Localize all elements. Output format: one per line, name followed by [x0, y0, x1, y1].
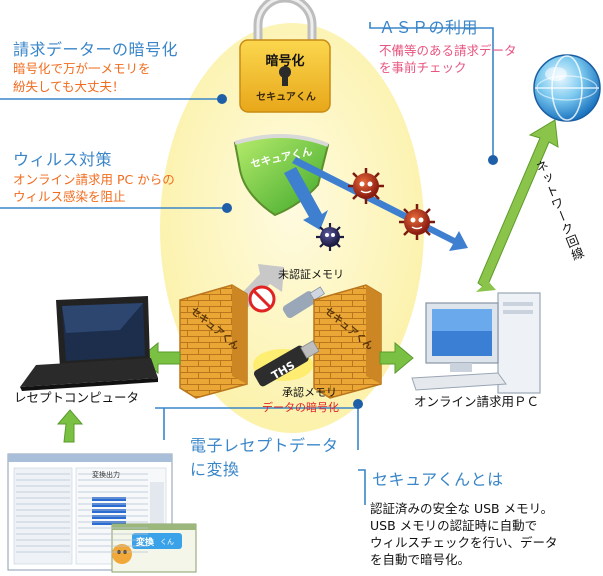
- network-line-arrow: [476, 119, 559, 292]
- virus-icon: [316, 168, 435, 251]
- app-screenshot-title: 変換出力: [92, 471, 120, 479]
- virus-title: ウィルス対策: [13, 150, 113, 169]
- virus-desc-1: オンライン請求用 PC からの: [13, 172, 175, 187]
- globe-icon: [533, 54, 601, 122]
- desktop-pc-icon: [411, 292, 541, 394]
- receipt-pc-label: レセプトコンピュータ: [14, 390, 140, 405]
- secure-kun-title: セキュアくんとは: [372, 470, 504, 489]
- asp-desc-1: 不備等のある請求データ: [379, 43, 517, 58]
- usb-auth-sublabel: データの暗号化: [262, 401, 339, 414]
- secure-kun-desc-4: を自動で暗号化。: [370, 552, 471, 567]
- padlock-icon: [239, 0, 331, 113]
- usb-unauth-icon: [282, 286, 326, 319]
- asp-desc-2: を事前チェック: [379, 60, 467, 75]
- encryption-desc-2: 紛失しても大丈夫！: [13, 79, 125, 94]
- app-badge-sub: くん: [160, 538, 174, 546]
- encryption-desc-1: 暗号化で万が一メモリを: [13, 61, 151, 76]
- laptop-icon: [20, 296, 158, 391]
- callout-dots: [217, 94, 498, 409]
- virus-desc-2: ウィルス感染を阻止: [13, 189, 126, 204]
- asp-title: ＡＳＰの利用: [379, 18, 479, 37]
- conversion-title-1: 電子レセプトデータ: [190, 436, 339, 455]
- secure-kun-desc-1: 認証済みの安全な USB メモリ。: [370, 501, 554, 516]
- usb-auth-label: 承認メモリ: [282, 386, 337, 399]
- app-badge: 変換: [136, 538, 155, 548]
- encryption-title: 請求データーの暗号化: [13, 40, 179, 59]
- firewall-right: [313, 284, 382, 399]
- usb-auth-icon: [253, 340, 320, 387]
- online-pc-label: オンライン請求用ＰＣ: [414, 394, 540, 409]
- lock-title: 暗号化: [265, 54, 305, 69]
- firewall-left: [179, 284, 248, 399]
- usb-unauth-label: 未認証メモリ: [278, 268, 344, 281]
- app-screenshot-rows: [16, 473, 148, 553]
- secure-kun-desc-3: ウィルスチェックを行い、データ: [370, 535, 558, 550]
- lock-brand: セキュアくん: [256, 92, 316, 103]
- secure-kun-desc-2: USB メモリの認証時に自動で: [370, 518, 538, 533]
- conversion-title-2: に変換: [190, 460, 240, 479]
- prohibited-icon: [248, 285, 276, 313]
